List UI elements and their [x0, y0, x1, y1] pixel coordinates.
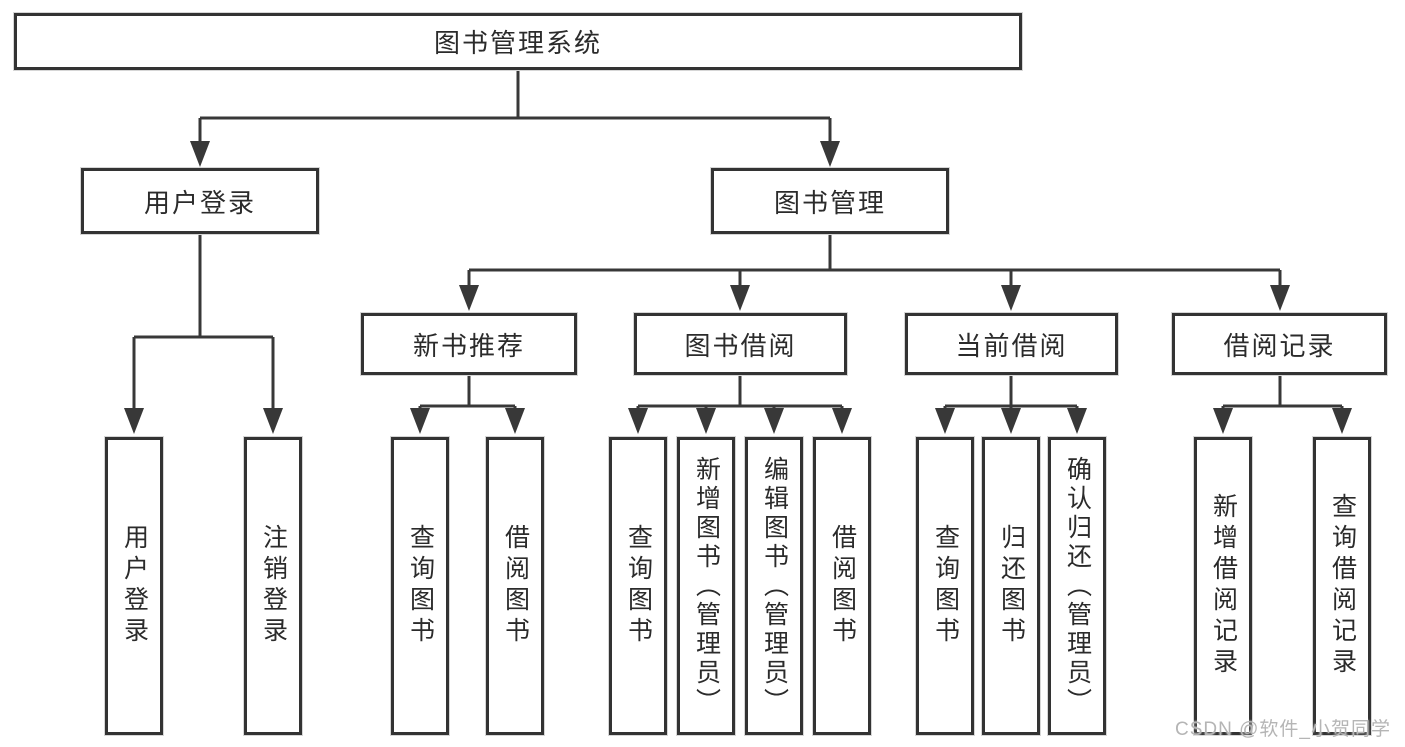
leaf-br-query-record: 查询借阅记录 [1313, 437, 1371, 735]
node-borrow-record: 借阅记录 [1172, 313, 1387, 375]
arrowhead [730, 285, 750, 311]
arrowhead [764, 408, 784, 434]
watermark: CSDN @软件_小贺同学 [1175, 719, 1391, 740]
arrowhead [832, 408, 852, 434]
arrowhead [935, 408, 955, 434]
leaf-cb-confirm-return: 确认归还（管理员） [1048, 437, 1106, 735]
arrowhead [263, 408, 283, 434]
connector-book-mgmt [467, 234, 1282, 289]
leaf-nb-query-book: 查询图书 [391, 437, 449, 735]
leaf-bb-query-book: 查询图书 [609, 437, 667, 735]
arrowhead [410, 408, 430, 434]
leaf-user-login: 用户登录 [105, 437, 163, 735]
leaf-cb-return-book: 归还图书 [982, 437, 1040, 735]
node-new-book-rec: 新书推荐 [361, 313, 577, 375]
arrowhead [1332, 408, 1352, 434]
leaf-cb-query-book: 查询图书 [916, 437, 974, 735]
arrowhead [1213, 408, 1233, 434]
arrowhead [1001, 285, 1021, 311]
connector-book-borrow [636, 375, 844, 412]
node-user-login: 用户登录 [81, 168, 319, 234]
arrowhead [628, 408, 648, 434]
arrowhead [696, 408, 716, 434]
leaf-bb-borrow-book: 借阅图书 [813, 437, 871, 735]
node-book-mgmt: 图书管理 [711, 168, 949, 234]
arrowhead [124, 408, 144, 434]
arrowhead [1067, 408, 1087, 434]
arrowhead [1270, 285, 1290, 311]
node-root: 图书管理系统 [14, 13, 1022, 70]
node-book-borrow: 图书借阅 [634, 313, 847, 375]
arrowhead [190, 141, 210, 167]
connector-lines [132, 70, 1344, 412]
leaf-bb-add-book: 新增图书（管理员） [677, 437, 735, 735]
connector-borrow-record [1221, 375, 1344, 412]
arrowhead [1001, 408, 1021, 434]
leaf-logout: 注销登录 [244, 437, 302, 735]
connector-user-login [132, 234, 275, 412]
arrowhead [459, 285, 479, 311]
connector-root [198, 70, 832, 146]
connector-current-borrow [943, 375, 1079, 412]
leaf-nb-borrow-book: 借阅图书 [486, 437, 544, 735]
connector-new-book-rec [418, 375, 517, 412]
arrowheads [124, 141, 1352, 434]
leaf-br-add-record: 新增借阅记录 [1194, 437, 1252, 735]
leaf-bb-edit-book: 编辑图书（管理员） [745, 437, 803, 735]
node-current-borrow: 当前借阅 [905, 313, 1118, 375]
arrowhead [820, 141, 840, 167]
arrowhead [505, 408, 525, 434]
